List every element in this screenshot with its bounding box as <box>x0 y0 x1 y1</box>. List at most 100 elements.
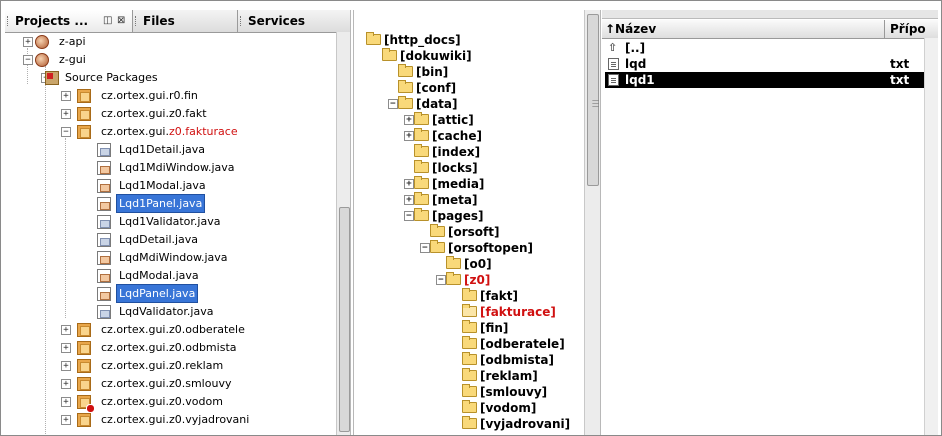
tree-node[interactable]: LqdDetail.java <box>5 231 335 249</box>
folder-node[interactable]: [vodom] <box>354 400 582 416</box>
folder-node[interactable]: [locks] <box>354 160 582 176</box>
expand-icon[interactable]: + <box>404 115 414 125</box>
expand-icon[interactable]: + <box>61 415 71 425</box>
folder-icon <box>414 176 429 189</box>
tree-node[interactable]: −Source Packages <box>5 69 335 87</box>
collapse-icon[interactable]: − <box>61 127 71 137</box>
folder-icon <box>398 96 413 109</box>
tree-node-label: cz.ortex.gui.z0.odberatele <box>101 323 245 336</box>
tree-node[interactable]: +cz.ortex.gui.z0.reklam <box>5 357 335 375</box>
drag-grip-icon[interactable] <box>135 16 138 26</box>
tree-node[interactable]: + cz.ortex.gui.z0.smlouvy <box>5 375 335 393</box>
form-file-icon <box>97 179 111 193</box>
folder-node[interactable]: − [z0] <box>354 272 582 288</box>
minimize-icon[interactable]: ◫ <box>103 15 113 26</box>
folder-node[interactable]: +[cache] <box>354 128 582 144</box>
folder-node[interactable]: [conf] <box>354 80 582 96</box>
file-list-header: ↑Název Přípo <box>602 20 938 39</box>
tree-node[interactable]: LqdPanel.java <box>5 284 335 303</box>
file-name: lqd1 <box>625 73 655 87</box>
tree-node[interactable]: −z-gui <box>5 51 335 69</box>
file-name: [..] <box>625 41 646 55</box>
tab-projects[interactable]: Projects ... ◫ ⊠ <box>5 10 133 32</box>
expand-icon[interactable]: + <box>404 195 414 205</box>
folder-node[interactable]: [odberatele] <box>354 336 582 352</box>
collapse-icon[interactable]: − <box>388 99 398 109</box>
folder-node[interactable]: [http_docs] <box>354 32 582 48</box>
expand-icon[interactable]: + <box>61 379 71 389</box>
tree-node[interactable]: Lqd1Panel.java <box>5 194 335 213</box>
scrollbar-vertical[interactable] <box>336 32 350 435</box>
folder-node[interactable]: [index] <box>354 144 582 160</box>
folder-node[interactable]: [smlouvy] <box>354 384 582 400</box>
tree-node[interactable]: +z-api <box>5 33 335 51</box>
close-icon[interactable]: ⊠ <box>117 15 126 26</box>
collapse-icon[interactable]: − <box>23 55 33 65</box>
scrollbar-vertical[interactable]: ——— <box>584 10 600 435</box>
column-header-name[interactable]: ↑Název <box>602 20 885 38</box>
package-icon <box>77 107 91 121</box>
folder-node[interactable]: [reklam] <box>354 368 582 384</box>
folder-icon <box>462 288 477 301</box>
tree-node-label: Source Packages <box>65 71 158 84</box>
expand-icon[interactable]: + <box>61 109 71 119</box>
folder-node[interactable]: −[pages] <box>354 208 582 224</box>
collapse-icon[interactable]: − <box>404 211 414 221</box>
folder-node[interactable]: +[media] <box>354 176 582 192</box>
package-icon <box>77 359 91 373</box>
folder-node[interactable]: [fakt] <box>354 288 582 304</box>
scrollbar-thumb[interactable] <box>339 207 350 432</box>
scrollbar-vertical[interactable] <box>924 38 938 435</box>
folder-node[interactable]: [o0] <box>354 256 582 272</box>
folder-icon <box>462 352 477 365</box>
expand-icon[interactable]: + <box>404 131 414 141</box>
tree-node[interactable]: + cz.ortex.gui.r0.fin <box>5 87 335 105</box>
tree-node[interactable]: Lqd1Validator.java <box>5 213 335 231</box>
collapse-icon[interactable]: − <box>420 243 430 253</box>
folder-node[interactable]: [fakturace] <box>354 304 582 320</box>
expand-icon[interactable]: + <box>61 325 71 335</box>
tree-node[interactable]: +cz.ortex.gui.z0.fakt <box>5 105 335 123</box>
column-header-extension[interactable]: Přípo <box>890 22 926 36</box>
tree-node[interactable]: Lqd1Modal.java <box>5 177 335 195</box>
folder-node[interactable]: +[meta] <box>354 192 582 208</box>
folder-node[interactable]: [vyjadrovani] <box>354 416 582 432</box>
folder-label: [z0] <box>464 273 491 287</box>
tree-node[interactable]: LqdValidator.java <box>5 303 335 321</box>
tree-node-label: cz.ortex.gui.r0.fin <box>101 89 198 102</box>
tree-node[interactable]: LqdMdiWindow.java <box>5 249 335 267</box>
expand-icon[interactable]: + <box>404 179 414 189</box>
expand-icon[interactable]: + <box>61 343 71 353</box>
tree-node[interactable]: +cz.ortex.gui.z0.odbmista <box>5 339 335 357</box>
folder-node[interactable]: [fin] <box>354 320 582 336</box>
folder-node[interactable]: +[attic] <box>354 112 582 128</box>
tree-node[interactable]: + cz.ortex.gui.z0.odberatele <box>5 321 335 339</box>
folder-node[interactable]: [bin] <box>354 64 582 80</box>
expand-icon[interactable]: + <box>61 361 71 371</box>
scrollbar-thumb[interactable]: ——— <box>587 14 599 186</box>
tree-node[interactable]: +cz.ortex.gui.z0.vodom <box>5 393 335 413</box>
drag-grip-icon[interactable] <box>240 16 243 26</box>
tree-node[interactable]: +cz.ortex.gui.z0.vyjadrovani <box>5 411 335 429</box>
drag-grip-icon[interactable] <box>7 16 10 26</box>
tab-files[interactable]: Files <box>133 10 238 32</box>
tree-node[interactable]: −cz.ortex.gui.z0.fakturace <box>5 123 335 141</box>
tree-node[interactable]: Lqd1Detail.java <box>5 141 335 159</box>
expand-icon[interactable]: + <box>23 37 33 47</box>
folder-node[interactable]: [orsoft] <box>354 224 582 240</box>
tab-services[interactable]: Services <box>238 10 350 32</box>
folder-node[interactable]: −[data] <box>354 96 582 112</box>
folder-node[interactable]: −[orsoftopen] <box>354 240 582 256</box>
folder-node[interactable]: [dokuwiki] <box>354 48 582 64</box>
collapse-icon[interactable]: − <box>436 275 446 285</box>
tree-node[interactable]: Lqd1MdiWindow.java <box>5 159 335 177</box>
expand-icon[interactable]: + <box>61 397 71 407</box>
folder-node[interactable]: [odbmista] <box>354 352 582 368</box>
folder-label: [fakturace] <box>480 305 556 319</box>
tree-node[interactable]: LqdModal.java <box>5 267 335 285</box>
expand-icon[interactable]: + <box>61 91 71 101</box>
tree-node-label: cz.ortex.gui.z0.smlouvy <box>101 377 232 390</box>
file-row[interactable]: ⇧[..] <box>605 40 938 56</box>
